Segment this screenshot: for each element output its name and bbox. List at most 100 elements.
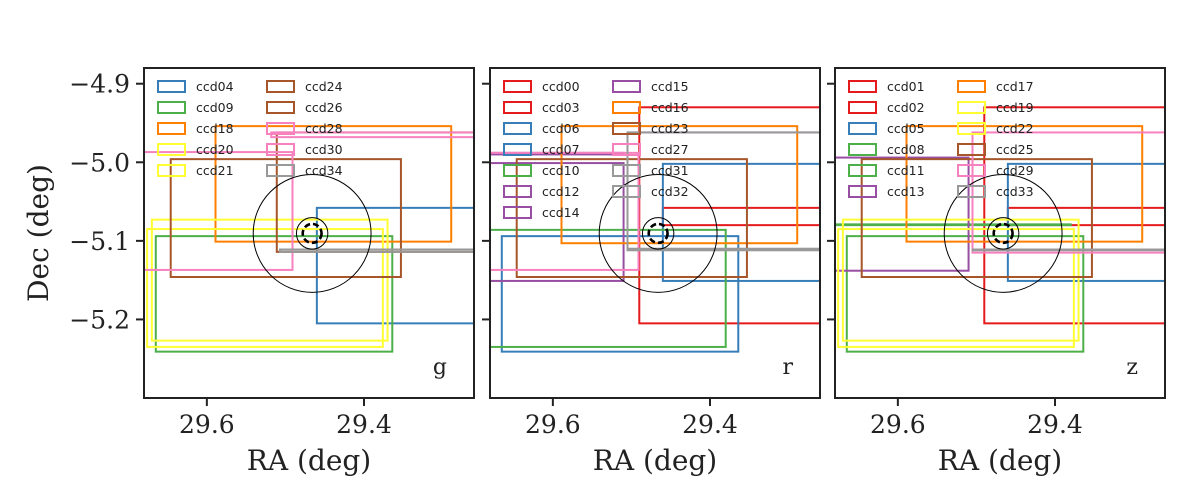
band-label: g: [433, 355, 447, 380]
legend-swatch-ccd00: [503, 80, 532, 93]
legend-label-ccd27: ccd27: [651, 142, 689, 157]
panel-g: ccd04ccd09ccd18ccd20ccd21ccd24ccd26ccd28…: [22, 67, 475, 477]
legend-label-ccd05: ccd05: [887, 121, 925, 136]
legend: ccd04ccd09ccd18ccd20ccd21ccd24ccd26ccd28…: [157, 79, 343, 178]
axes-frame: [489, 67, 821, 399]
legend-label-ccd07: ccd07: [542, 142, 580, 157]
ccd-footprint-ccd21: [150, 218, 389, 342]
legend-label-ccd22: ccd22: [996, 121, 1034, 136]
aperture-circle-3: [301, 222, 323, 245]
legend-swatch-ccd23: [612, 122, 641, 135]
legend-swatch-ccd09: [157, 101, 186, 114]
plot-area: [835, 106, 1165, 353]
legend-label-ccd33: ccd33: [996, 184, 1034, 199]
legend-label-ccd03: ccd03: [542, 100, 580, 115]
plot-area: [490, 106, 820, 353]
ccd-footprint-ccd07: [500, 235, 740, 353]
ccd-footprint-ccd12: [490, 162, 625, 282]
y-tick-label: −5.0: [69, 148, 130, 177]
legend-swatch-ccd18: [157, 122, 186, 135]
aperture-circle-3: [992, 222, 1014, 245]
legend-label-ccd26: ccd26: [305, 100, 343, 115]
legend-label-ccd06: ccd06: [542, 121, 580, 136]
legend-swatch-ccd22: [957, 122, 986, 135]
ccd-footprint-ccd05: [1006, 162, 1165, 282]
legend-swatch-ccd16: [612, 101, 641, 114]
x-axis-label: RA (deg): [247, 444, 371, 477]
legend-swatch-ccd02: [848, 101, 877, 114]
ccd-footprint-ccd03: [661, 206, 820, 227]
ccd-footprint-ccd00: [638, 106, 820, 325]
x-tick-label: 29.6: [870, 410, 926, 439]
legend-swatch-ccd33: [957, 185, 986, 198]
legend: ccd01 ccd02 ccd05 ccd08 ccd11 ccd13 ccd17 ccd19…: [848, 79, 1034, 199]
legend-label-ccd28: ccd28: [305, 121, 343, 136]
ccd-footprint-ccd04: [315, 206, 474, 325]
ccd-footprint-ccd27: [490, 151, 640, 271]
legend-label-ccd25: ccd25: [996, 142, 1034, 157]
aperture-circle-1: [598, 173, 718, 293]
aperture-circle-2: [295, 217, 329, 250]
ccd-footprint-ccd25: [860, 158, 1093, 278]
legend-swatch-ccd15: [612, 80, 641, 93]
legend-swatch-ccd17: [957, 80, 986, 93]
x-tick-label: 29.4: [336, 410, 392, 439]
legend-label-ccd17: ccd17: [996, 79, 1034, 94]
aperture-circle-1: [943, 173, 1063, 293]
legend-swatch-ccd19: [957, 101, 986, 114]
legend-swatch-ccd06: [503, 122, 532, 135]
legend: ccd00ccd03ccd06ccd07ccd10ccd12ccd14ccd15…: [503, 79, 689, 220]
ccd-footprint-ccd02: [1006, 206, 1165, 227]
legend-swatch-ccd32: [612, 185, 641, 198]
y-axis: [482, 82, 490, 321]
legend-label-ccd11: ccd11: [887, 163, 925, 178]
y-axis-label: Dec (deg): [22, 164, 55, 302]
legend-label-ccd29: ccd29: [996, 163, 1034, 178]
x-tick-label: 29.4: [1027, 410, 1083, 439]
aperture-circle-2: [986, 217, 1020, 250]
ccd-footprint-ccd18: [214, 125, 453, 243]
y-tick-label: −5.1: [69, 227, 130, 256]
aperture-circle-3: [647, 222, 669, 245]
legend-label-ccd13: ccd13: [887, 184, 925, 199]
legend-label-ccd30: ccd30: [305, 142, 343, 157]
legend-label-ccd02: ccd02: [887, 100, 925, 115]
legend-swatch-ccd01: [848, 80, 877, 93]
legend-swatch-ccd26: [266, 101, 295, 114]
x-tick-label: 29.6: [525, 410, 581, 439]
legend-label-ccd00: ccd00: [542, 79, 580, 94]
legend-label-ccd10: ccd10: [542, 163, 580, 178]
legend-swatch-ccd29: [957, 164, 986, 177]
ccd-footprint-ccd10: [490, 228, 727, 348]
legend-label-ccd23: ccd23: [651, 121, 689, 136]
x-axis-label: RA (deg): [593, 444, 717, 477]
legend-label-ccd19: ccd19: [996, 100, 1034, 115]
y-axis: −4.9−5.0−5.1−5.2: [69, 70, 144, 334]
legend-label-ccd12: ccd12: [542, 184, 580, 199]
ccd-footprint-ccd24: [169, 158, 402, 278]
ccd-footprint-ccd13: [835, 156, 970, 272]
legend-swatch-ccd08: [848, 143, 877, 156]
legend-label-ccd20: ccd20: [196, 142, 234, 157]
legend-swatch-ccd14: [503, 206, 532, 219]
legend-swatch-ccd13: [848, 185, 877, 198]
legend-swatch-ccd28: [266, 122, 295, 135]
legend-swatch-ccd31: [612, 164, 641, 177]
y-tick-label: −5.2: [69, 305, 130, 334]
band-label: r: [782, 355, 793, 380]
legend-label-ccd34: ccd34: [305, 163, 343, 178]
legend-label-ccd08: ccd08: [887, 142, 925, 157]
legend-swatch-ccd04: [157, 80, 186, 93]
ccd-footprint-ccd22: [841, 218, 1080, 342]
panel-z: ccd01 ccd02 ccd05 ccd08 ccd11 ccd13 ccd17 ccd19…: [827, 67, 1166, 477]
legend-swatch-ccd10: [503, 164, 532, 177]
legend-label-ccd04: ccd04: [196, 79, 234, 94]
legend-label-ccd01: ccd01: [887, 79, 925, 94]
ccd-footprint-ccd17: [905, 125, 1144, 243]
aperture-circle-1: [252, 173, 372, 293]
ccd-footprint-ccd29: [971, 131, 1165, 254]
y-axis: [827, 82, 835, 321]
